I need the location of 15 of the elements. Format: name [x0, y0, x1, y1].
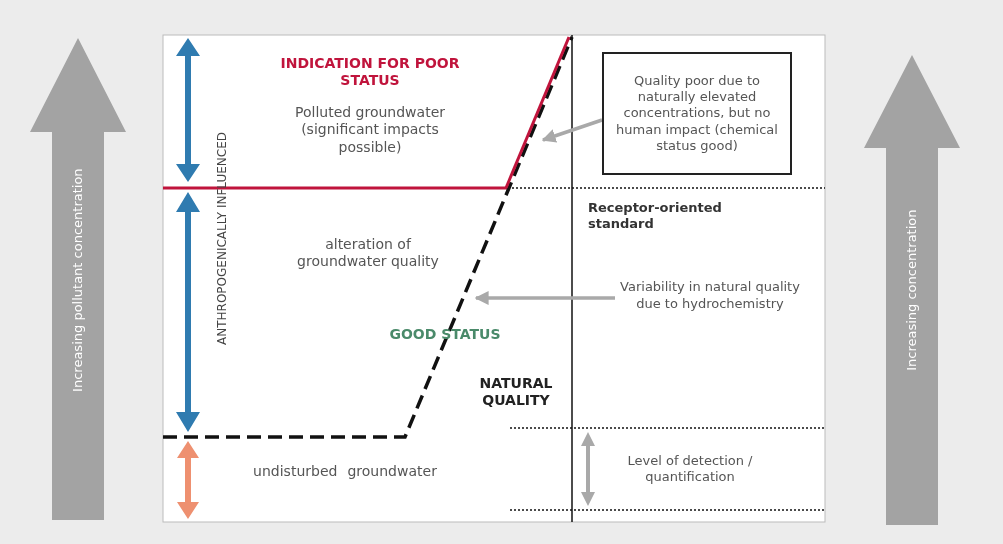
zone-description: Polluted groundwater (significant impacts possible): [294, 103, 446, 156]
axis-label: Increasing pollutant concentration: [69, 167, 86, 394]
leader-arrow: [474, 291, 615, 305]
zone-description: alteration of groundwater quality: [296, 235, 440, 271]
zone-label: ANTHROPOGENICALLY INFLUENCED: [214, 130, 230, 347]
annotation-text: Variability in natural quality due to hydrochemistry: [615, 258, 805, 333]
status-heading: GOOD STATUS: [388, 326, 502, 344]
axis-label: Increasing concentration: [903, 208, 920, 373]
status-heading: INDICATION FOR POOR STATUS: [279, 54, 461, 90]
threshold-label: Level of detection / quantification: [626, 452, 754, 485]
zone-heading: NATURAL QUALITY: [478, 374, 554, 410]
threshold-label: Receptor-oriented standard: [588, 200, 723, 233]
note-box: Quality poor due to naturally elevated concentrations, but no human impact (chemical status good): [602, 52, 792, 175]
leader-arrow: [541, 118, 603, 143]
zone-description: undisturbed groundwater: [252, 463, 438, 481]
